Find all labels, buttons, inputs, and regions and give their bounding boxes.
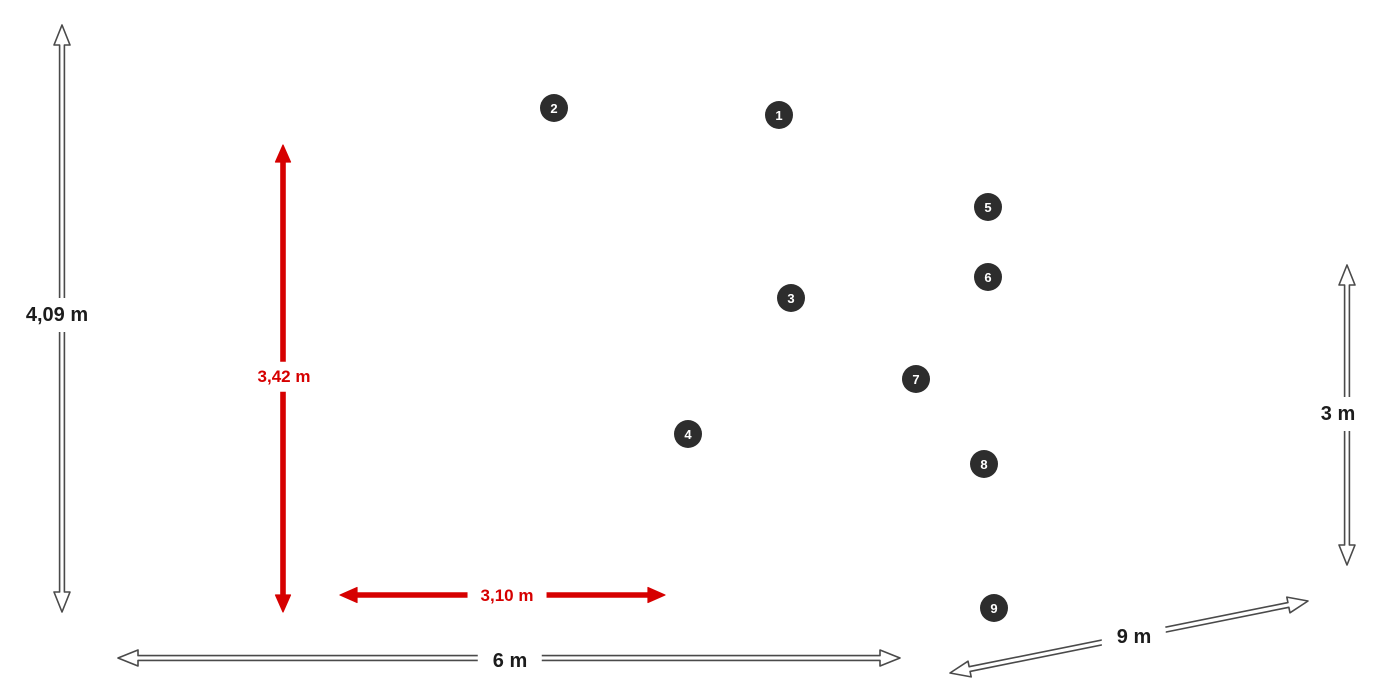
marker-5[interactable]: 5 <box>974 193 1002 221</box>
marker-6[interactable]: 6 <box>974 263 1002 291</box>
marker-8[interactable]: 8 <box>970 450 998 478</box>
marker-3[interactable]: 3 <box>777 284 805 312</box>
marker-1[interactable]: 1 <box>765 101 793 129</box>
marker-9[interactable]: 9 <box>980 594 1008 622</box>
depth-label: 9 m <box>1101 620 1167 654</box>
inner-width-label: 3,10 m <box>467 580 547 612</box>
right-height-label: 3 m <box>1305 397 1371 431</box>
inner-height-label: 3,42 m <box>244 361 324 393</box>
marker-4[interactable]: 4 <box>674 420 702 448</box>
bottom-width-label: 6 m <box>477 644 543 678</box>
marker-7[interactable]: 7 <box>902 365 930 393</box>
left-height-label: 4,09 m <box>10 298 104 332</box>
marker-2[interactable]: 2 <box>540 94 568 122</box>
